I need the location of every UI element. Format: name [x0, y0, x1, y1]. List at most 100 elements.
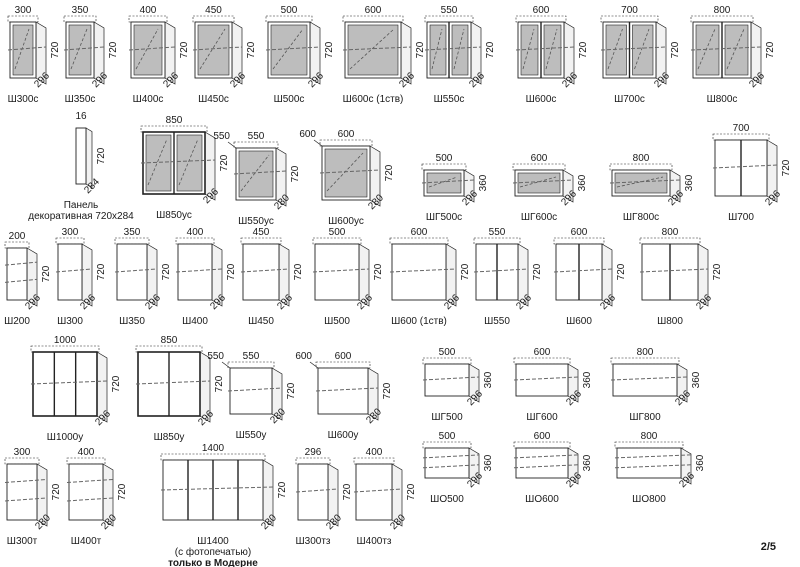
glass-pane	[270, 24, 308, 76]
shelf-line	[424, 46, 482, 51]
top-outline	[233, 141, 279, 149]
glass-pane	[347, 24, 399, 76]
cabinet-name: Ш700с	[614, 94, 645, 105]
height-dimension: 360	[483, 454, 494, 471]
height-dimension: 720	[765, 41, 776, 58]
width-dimension: 600	[533, 5, 550, 16]
width-dimension: 800	[641, 431, 658, 442]
cabinet-name: ШГ800	[629, 412, 661, 423]
width-dimension: 700	[733, 123, 750, 134]
glass-pane	[238, 150, 274, 198]
height-dimension: 360	[582, 371, 593, 388]
cabinet-front	[515, 363, 569, 397]
shelf-line	[553, 268, 613, 273]
width-dimension: 600	[531, 153, 548, 164]
cabinet-front	[6, 463, 38, 521]
width-dimension: 800	[633, 153, 650, 164]
width-dimension: 800	[714, 5, 731, 16]
height-dimension: 360	[695, 454, 706, 471]
cabinet-name: ШО800	[632, 494, 666, 505]
shelf-line	[513, 454, 579, 459]
width-dimension: 350	[72, 5, 89, 16]
glass-reflection	[616, 176, 664, 188]
cabinet-name: Ш550	[484, 316, 510, 327]
cabinet-name: Ш500с	[274, 94, 305, 105]
cabinet-front	[75, 127, 87, 185]
shelf-line	[233, 170, 287, 175]
width-dimension: 600	[335, 351, 352, 362]
top-outline	[422, 357, 472, 365]
height-dimension: 720	[670, 41, 681, 58]
cabinet-front	[242, 243, 280, 301]
height-dimension: 720	[382, 382, 393, 399]
height-dimension: 720	[246, 41, 257, 58]
width-dimension: 450	[253, 227, 270, 238]
cabinet-name: Ш450с	[198, 94, 229, 105]
top-outline	[55, 237, 85, 245]
glass-reflection	[519, 176, 557, 188]
shelf-line	[175, 268, 223, 273]
height-dimension: 720	[96, 147, 107, 164]
glass-pane	[517, 172, 561, 194]
width-dimension: 550	[489, 227, 506, 238]
shelf-line	[515, 46, 575, 51]
cabinet-front	[57, 243, 83, 301]
shelf-line	[240, 268, 290, 273]
corner-edge	[309, 361, 319, 369]
shelf-line	[4, 497, 48, 502]
cabinet-name: Ш450	[248, 316, 274, 327]
top-outline	[353, 457, 395, 465]
height-dimension: 360	[582, 454, 593, 471]
glass-pane	[632, 24, 654, 76]
glass-pane	[543, 24, 562, 76]
cabinet-name: Ш600с (1ств)	[343, 94, 404, 105]
width-dimension: 600	[365, 5, 382, 16]
width-dimension: 500	[281, 5, 298, 16]
cabinet-name: Ш700	[728, 212, 754, 223]
shelf-line	[227, 387, 283, 392]
glass-reflection	[545, 28, 558, 70]
width-dimension: 400	[78, 447, 95, 458]
width-dimension: 700	[621, 5, 638, 16]
top-outline	[609, 163, 673, 171]
cabinet-name: ШГ500с	[426, 212, 462, 223]
top-outline	[424, 15, 474, 23]
top-outline	[160, 453, 266, 461]
top-outline	[128, 15, 168, 23]
height-dimension: 720	[485, 41, 496, 58]
shelf-line	[473, 268, 529, 273]
shelf-line	[66, 497, 114, 502]
glass-pane	[605, 24, 627, 76]
width-dimension: 300	[14, 447, 31, 458]
top-outline	[66, 457, 106, 465]
shelf-line	[614, 454, 692, 459]
width-dimension: 850	[166, 115, 183, 126]
height-dimension: 720	[51, 483, 62, 500]
top-outline	[389, 237, 449, 245]
cabinet-front	[515, 447, 569, 479]
cabinet-name-line3: только в Модерне	[168, 558, 258, 567]
glass-pane	[520, 24, 539, 76]
width-dimension: 500	[439, 347, 456, 358]
corner-edge	[221, 361, 231, 369]
cabinet-name-line2: декоративная 720х284	[28, 211, 134, 222]
cabinet-name: Ш550ус	[238, 216, 274, 227]
shelf-line	[342, 46, 412, 51]
top-outline	[690, 15, 754, 23]
cabinet-name: Ш800с	[707, 94, 738, 105]
cabinet-name: Ш800	[657, 316, 683, 327]
cabinet-front	[68, 463, 104, 521]
top-outline	[712, 133, 770, 141]
